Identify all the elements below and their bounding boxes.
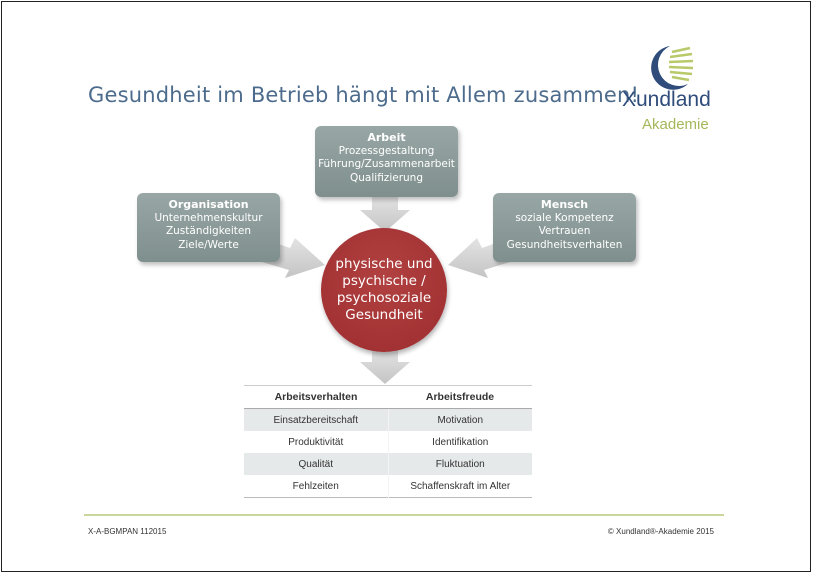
- table-cell: Fluktuation: [387, 453, 532, 475]
- table-row: Qualität Fluktuation: [244, 453, 532, 475]
- slide-title: Gesundheit im Betrieb hängt mit Allem zu…: [88, 83, 640, 107]
- circle-line: physische und: [335, 256, 433, 272]
- circle-line: psychosoziale: [336, 290, 432, 306]
- box-line: Vertrauen: [538, 225, 591, 237]
- table-cell: Produktivität: [288, 436, 344, 448]
- box-organisation: Organisation Unternehmenskultur Zuständi…: [137, 193, 280, 262]
- box-mensch: Mensch soziale Kompetenz Vertrauen Gesun…: [493, 193, 636, 262]
- box-line: Führung/Zusammenarbeit: [318, 158, 455, 170]
- box-line: Zuständigkeiten: [165, 225, 252, 237]
- box-heading: Mensch: [540, 198, 589, 211]
- xundland-logo: Xundland Akademie: [622, 40, 732, 140]
- table-cell: Identifikation: [387, 431, 532, 453]
- box-line: Gesundheitsverhalten: [506, 238, 623, 251]
- footer-divider: [84, 514, 724, 516]
- box-line: Prozessgestaltung: [338, 144, 435, 157]
- table-cell: Fehlzeiten: [292, 480, 339, 492]
- box-line: Unternehmenskultur: [154, 211, 263, 224]
- box-line: Ziele/Werte: [178, 238, 239, 251]
- table-cell: Qualität: [244, 453, 388, 475]
- table-row: Fehlzeiten Schaffenskraft im Alter: [244, 475, 532, 498]
- logo-sun-icon: [651, 46, 694, 90]
- circle-line: Gesundheit: [345, 307, 423, 323]
- table-cell: Schaffenskraft im Alter: [387, 475, 532, 498]
- logo-name: Xundland: [622, 88, 711, 111]
- column-header: Arbeitsfreude: [388, 385, 532, 409]
- center-circle-health: physische und psychische / psychosoziale…: [321, 228, 447, 352]
- footer-copyright: © Xundland®-Akademie 2015: [607, 527, 714, 536]
- footer-code: X-A-BGMPAN 112015: [88, 527, 167, 536]
- box-line: soziale Kompetenz: [515, 211, 614, 224]
- column-header: Arbeitsverhalten: [244, 385, 388, 409]
- box-heading: Arbeit: [367, 131, 406, 144]
- box-arbeit: Arbeit Prozessgestaltung Führung/Zusamme…: [315, 126, 458, 197]
- table-cell: Einsatzbereitschaft: [244, 408, 388, 431]
- table-header-row: Arbeitsverhalten Arbeitsfreude: [244, 385, 532, 409]
- outcomes-table: Arbeitsverhalten Arbeitsfreude Einsatzbe…: [244, 385, 532, 498]
- table-row: Produktivität Identifikation: [244, 431, 532, 453]
- arrow-down-result: [360, 350, 410, 384]
- box-heading: Organisation: [168, 198, 249, 211]
- arrow-down-arbeit: [360, 196, 410, 232]
- logo-subtitle: Akademie: [642, 116, 709, 133]
- table-row: Einsatzbereitschaft Motivation: [244, 408, 532, 431]
- box-line: Qualifizierung: [350, 171, 423, 184]
- circle-line: psychische /: [342, 273, 426, 289]
- table-cell: Motivation: [387, 408, 532, 431]
